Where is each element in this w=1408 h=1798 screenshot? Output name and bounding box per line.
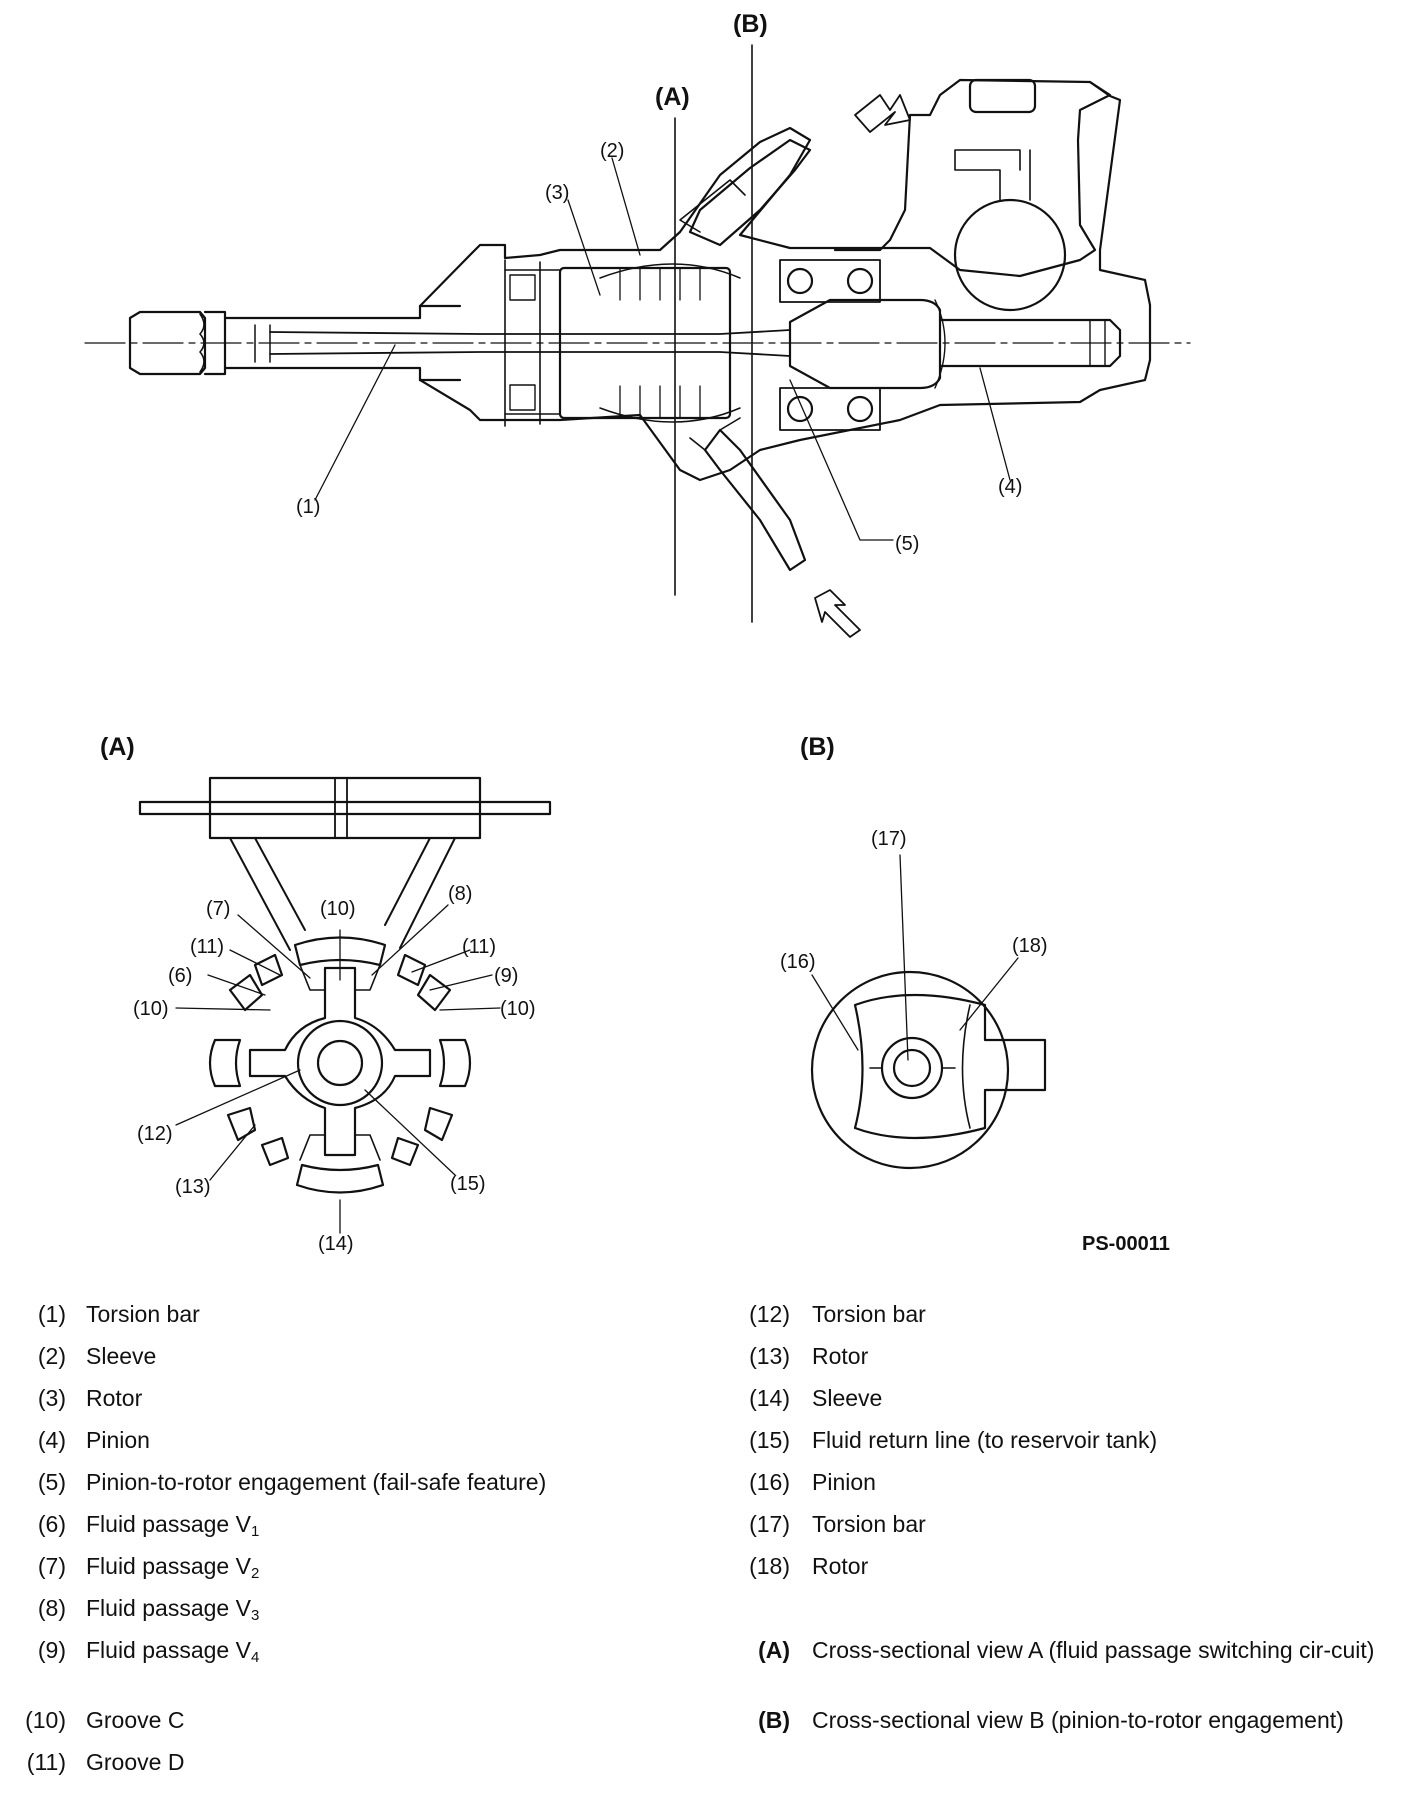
legend-view-item: (B)Cross-sectional view B (pinion-to-rot…: [758, 1707, 1344, 1733]
legend-item: (8)Fluid passage V3: [37, 1595, 260, 1624]
callout-b-18: (18): [1012, 935, 1048, 957]
rack-guide: [953, 198, 1067, 312]
torsion-bar-section: [296, 1019, 384, 1107]
legend-item: (1)Torsion bar: [37, 1301, 200, 1327]
callout-a-9: (9): [494, 965, 518, 987]
legend-right-column: (12)Torsion bar (13)Rotor (14)Sleeve (15…: [720, 1300, 1408, 1748]
legend-item: (13)Rotor: [749, 1343, 869, 1369]
legend-item: (15)Fluid return line (to reservoir tank…: [749, 1427, 1158, 1453]
legend-item: (3)Rotor: [37, 1385, 143, 1411]
valve-body-block: [208, 776, 482, 840]
callout-a-13: (13): [175, 1176, 211, 1198]
valve-sleeve: [558, 266, 732, 420]
callout-4: (4): [998, 476, 1022, 498]
callout-b-17: (17): [871, 828, 907, 850]
pinion-section: [810, 970, 1010, 1170]
legend-left-column: (1)Torsion bar (2)Sleeve (3)Rotor (4)Pin…: [0, 1300, 720, 1790]
legend-item: (14)Sleeve: [749, 1385, 883, 1411]
legend-item: (6)Fluid passage V1: [37, 1511, 260, 1540]
bearing-lower: [779, 387, 881, 431]
callout-1: (1): [296, 496, 320, 518]
callout-a-11-left: (11): [190, 936, 224, 958]
callout-a-6: (6): [168, 965, 192, 987]
pinion-gear: [788, 298, 942, 390]
legend-item: (16)Pinion: [749, 1469, 876, 1495]
callout-a-10-top: (10): [320, 898, 356, 920]
callout-a-11-right: (11): [462, 936, 496, 958]
flow-in-arrow: [854, 94, 911, 133]
callout-a-8: (8): [448, 883, 472, 905]
main-section-view: [84, 44, 1191, 638]
valve-housing: [418, 78, 1112, 308]
legend-item: (17)Torsion bar: [749, 1511, 926, 1537]
flow-out-arrow: [814, 589, 861, 638]
callout-a-12: (12): [137, 1123, 173, 1145]
rotor-star: [248, 966, 432, 1157]
inlet-hose-fitting: [688, 138, 812, 247]
callout-a-14: (14): [318, 1233, 354, 1255]
legend-item: (11)Groove D: [26, 1749, 185, 1775]
legend-item: (10)Groove C: [25, 1707, 185, 1733]
input-shaft-end: [128, 310, 207, 376]
legend-item: (2)Sleeve: [37, 1343, 157, 1369]
legend-item: (12)Torsion bar: [749, 1301, 926, 1327]
legend-item: (4)Pinion: [37, 1427, 150, 1453]
adjusting-plug: [968, 78, 1037, 114]
power-steering-valve-diagram: (B) (A) (A) (B) (1) (2) (3) (4) (5) (7) …: [84, 10, 1191, 1255]
legend-item: (18)Rotor: [749, 1553, 869, 1579]
section-b-title: (B): [733, 10, 768, 38]
callout-3: (3): [545, 182, 569, 204]
sleeve-bottom-segment: [295, 1163, 385, 1194]
section-view-a: [138, 776, 552, 1234]
callout-a-7: (7): [206, 898, 230, 920]
torsion-bar-shaft: [223, 304, 462, 382]
torsion-bar-center: [880, 1036, 944, 1100]
figure-code: PS-00011: [1082, 1233, 1170, 1255]
callout-a-15: (15): [450, 1173, 486, 1195]
callout-5: (5): [895, 533, 919, 555]
bearing-upper: [779, 259, 881, 303]
legend-view-item: (A)Cross-sectional view A (fluid passage…: [758, 1637, 1375, 1663]
section-a-heading: (A): [100, 733, 135, 761]
callout-a-10-right: (10): [500, 998, 536, 1020]
legend-item: (5)Pinion-to-rotor engagement (fail-safe…: [37, 1469, 547, 1495]
callout-a-10-left: (10): [133, 998, 169, 1020]
callout-2: (2): [600, 140, 624, 162]
legend-item: (9)Fluid passage V4: [37, 1637, 260, 1666]
rotor-section: [853, 993, 1047, 1140]
section-view-b: [810, 854, 1047, 1170]
legend-item: (7)Fluid passage V2: [37, 1553, 260, 1582]
section-b-heading: (B): [800, 733, 835, 761]
section-a-title: (A): [655, 83, 690, 111]
callout-b-16: (16): [780, 951, 816, 973]
outlet-hose-fitting: [703, 428, 807, 572]
